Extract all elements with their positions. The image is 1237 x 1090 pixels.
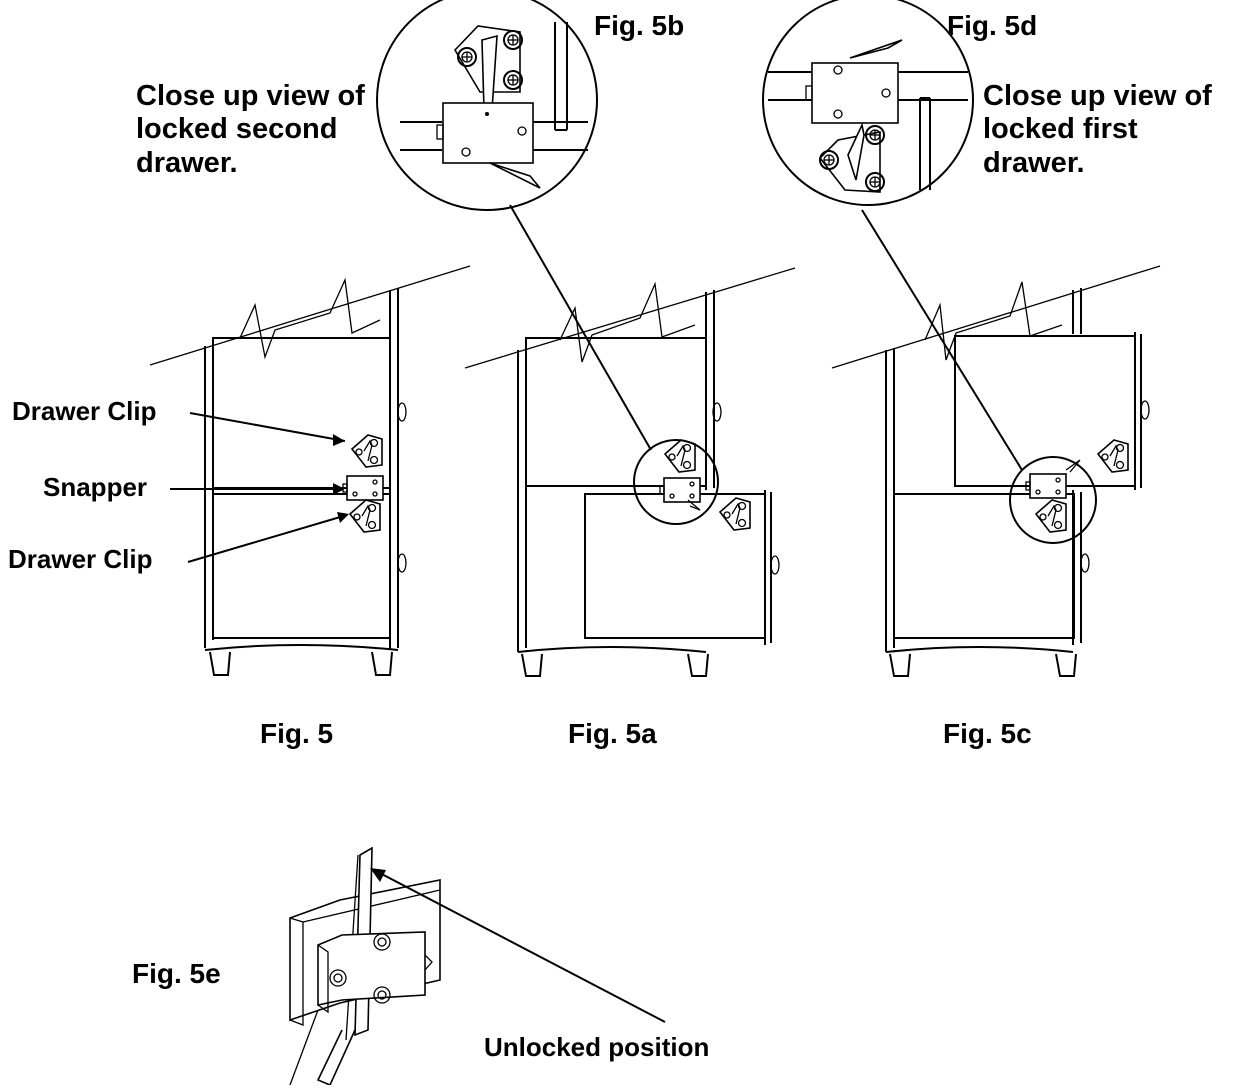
fig5-caption: Fig. 5 bbox=[260, 718, 334, 749]
first-drawer-note: Close up view of locked first drawer. bbox=[983, 80, 1212, 179]
fig5c-caption: Fig. 5c bbox=[943, 718, 1032, 749]
fig5d-caption: Fig. 5d bbox=[947, 10, 1038, 41]
fig5e-caption: Fig. 5e bbox=[132, 958, 221, 989]
second-drawer-note: Close up view of locked second drawer. bbox=[136, 80, 365, 179]
fig5a-caption: Fig. 5a bbox=[568, 718, 657, 749]
fig5a-cabinet bbox=[464, 204, 796, 677]
fig5b-closeup bbox=[376, 0, 598, 211]
drawer-clip-top-label: Drawer Clip bbox=[12, 396, 157, 426]
fig5d-closeup bbox=[762, 0, 974, 206]
fig5e-snapper bbox=[289, 846, 666, 1087]
drawer-clip-bottom-label: Drawer Clip bbox=[8, 544, 153, 574]
fig5-cabinet bbox=[149, 265, 471, 676]
snapper-label: Snapper bbox=[43, 472, 148, 502]
fig5b-caption: Fig. 5b bbox=[594, 10, 685, 41]
unlocked-position-label: Unlocked position bbox=[484, 1032, 710, 1062]
fig5c-cabinet bbox=[831, 209, 1161, 677]
